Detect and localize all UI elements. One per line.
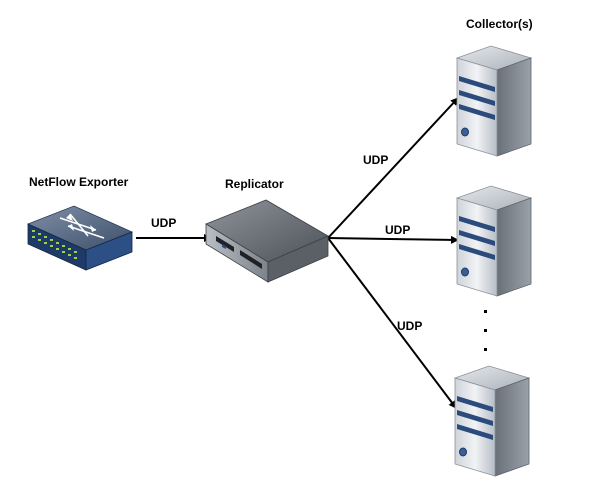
udp-label-top-collector: UDP <box>363 153 389 167</box>
udp-label-exporter-to-replicator: UDP <box>151 216 177 230</box>
udp-label-middle-collector: UDP <box>385 223 411 237</box>
collector-middle-tower-server-icon <box>450 183 532 297</box>
arrow-replicator-to-middle-collector <box>327 235 459 244</box>
arrow-replicator-to-top-collector <box>327 97 459 239</box>
replicator-label: Replicator <box>225 177 284 191</box>
ellipsis-dot-1 <box>484 310 487 313</box>
arrow-replicator-to-bottom-collector <box>327 237 457 409</box>
ellipsis-dot-3 <box>484 348 487 351</box>
network-switch-icon <box>26 205 134 271</box>
udp-label-bottom-collector: UDP <box>397 319 423 333</box>
exporter-label: NetFlow Exporter <box>29 175 129 189</box>
collector-top-tower-server-icon <box>450 43 532 157</box>
collectors-label: Collector(s) <box>466 17 533 31</box>
ellipsis-dot-2 <box>484 329 487 332</box>
udp-flow-arrows <box>136 97 459 409</box>
rack-server-icon <box>205 199 329 283</box>
collector-bottom-tower-server-icon <box>448 363 530 477</box>
